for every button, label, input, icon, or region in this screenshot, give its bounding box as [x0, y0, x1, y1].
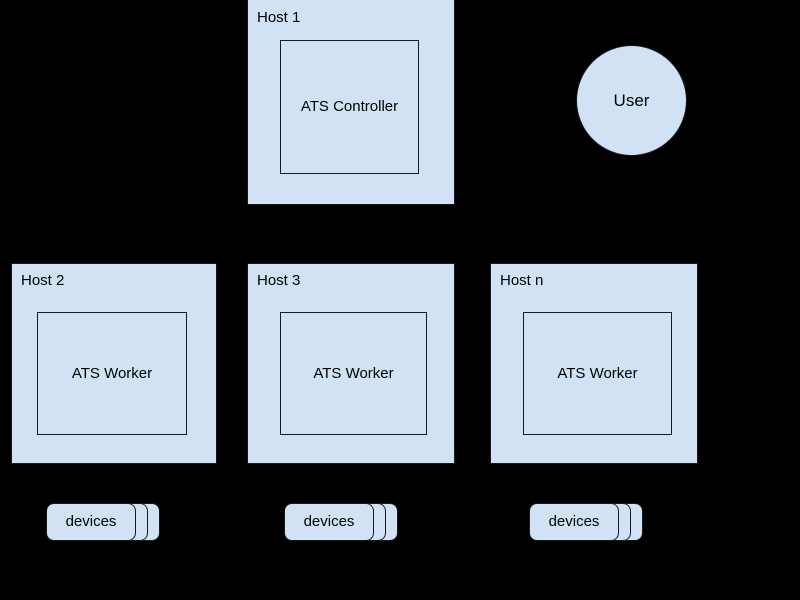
host-n-ats-worker-box[interactable]: ATS Worker	[523, 312, 672, 435]
host-1-box[interactable]: Host 1 ATS Controller	[247, 0, 455, 205]
devices-group-2[interactable]: devices	[284, 503, 410, 543]
ats-controller-label: ATS Controller	[300, 98, 399, 115]
host-2-ats-worker-box[interactable]: ATS Worker	[37, 312, 187, 435]
devices-stack-card-front[interactable]: devices	[529, 503, 619, 541]
user-label: User	[613, 90, 650, 110]
host-n-ats-worker-label: ATS Worker	[557, 364, 638, 382]
host-3-label: Host 3	[257, 272, 301, 289]
devices-label: devices	[303, 513, 355, 530]
host-2-box[interactable]: Host 2 ATS Worker	[11, 263, 217, 464]
host-3-box[interactable]: Host 3 ATS Worker	[247, 263, 455, 464]
host-2-label: Host 2	[21, 272, 65, 289]
ats-controller-box[interactable]: ATS Controller	[280, 40, 419, 174]
user-actor[interactable]: User	[576, 45, 687, 156]
host-n-box[interactable]: Host n ATS Worker	[490, 263, 698, 464]
host-2-ats-worker-label: ATS Worker	[71, 364, 153, 382]
devices-stack-card-front[interactable]: devices	[284, 503, 374, 541]
host-3-ats-worker-box[interactable]: ATS Worker	[280, 312, 427, 435]
devices-stack-card-front[interactable]: devices	[46, 503, 136, 541]
host-1-label: Host 1	[257, 9, 301, 26]
devices-group-1[interactable]: devices	[46, 503, 172, 543]
host-n-label: Host n	[500, 272, 544, 289]
host-3-ats-worker-label: ATS Worker	[313, 364, 394, 382]
devices-label: devices	[548, 513, 600, 530]
devices-group-3[interactable]: devices	[529, 503, 655, 543]
devices-label: devices	[65, 513, 117, 530]
